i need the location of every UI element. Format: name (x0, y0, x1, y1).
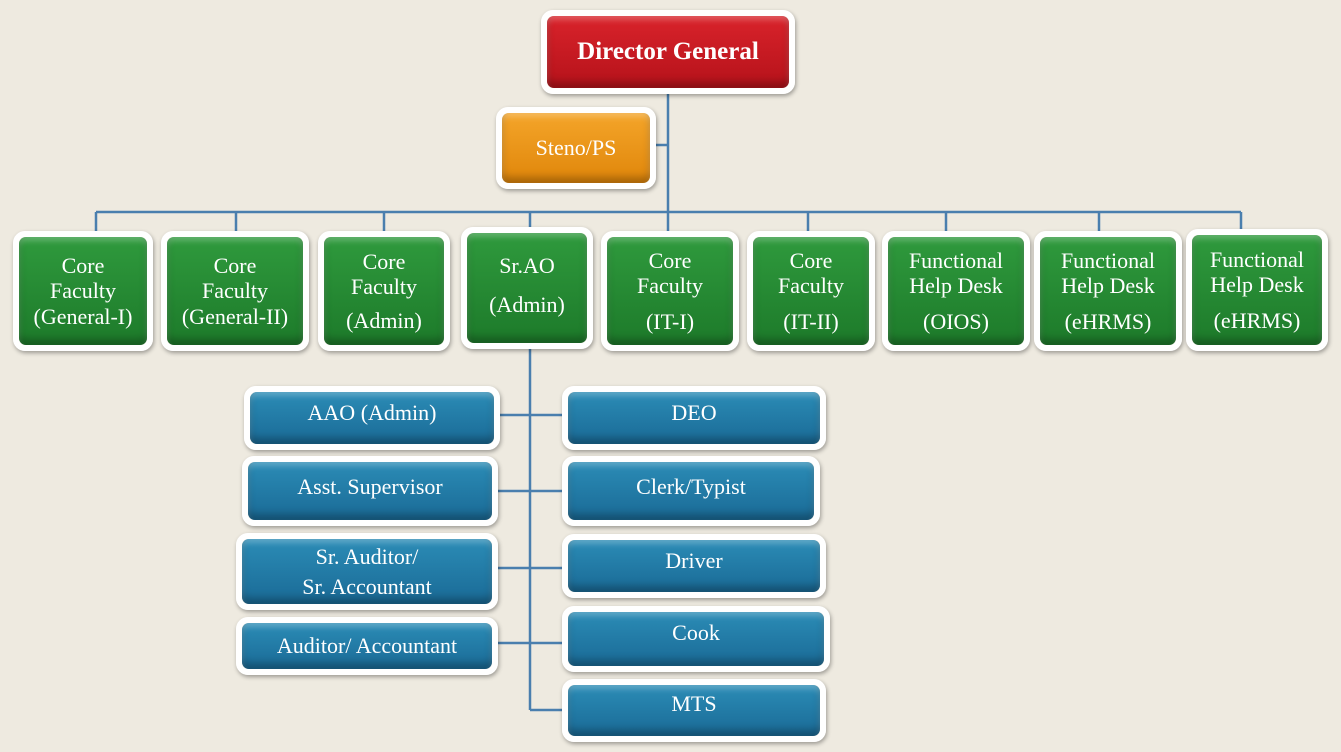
sr-ao-admin-box: Sr.AO (Admin) (461, 227, 593, 349)
node-line: Functional (1209, 247, 1305, 273)
node-line: Help Desk (909, 273, 1003, 299)
core-faculty-it-1-box: Core Faculty (IT-I) (601, 231, 739, 351)
node-line: (OIOS) (923, 308, 989, 334)
node-line: (eHRMS) (1213, 307, 1301, 333)
node-line: Functional (908, 248, 1004, 274)
node-line: Faculty (637, 273, 703, 299)
node-line: Help Desk (1210, 272, 1304, 298)
mts-box: MTS (562, 679, 826, 742)
node-line: Core (61, 253, 105, 279)
core-faculty-general-1-box: Core Faculty (General-I) (13, 231, 153, 351)
node-line: Faculty (50, 278, 116, 304)
functional-help-desk-ehrms-2-box: Functional Help Desk (eHRMS) (1186, 229, 1328, 351)
node-line: Core (789, 248, 833, 274)
auditor-accountant-box: Auditor/ Accountant (236, 617, 498, 675)
core-faculty-general-2-box: Core Faculty (General-II) (161, 231, 309, 351)
core-faculty-admin-box: Core Faculty (Admin) (318, 231, 450, 351)
node-line: (IT-I) (645, 308, 695, 334)
node-line: (Admin) (346, 307, 422, 333)
asst-supervisor-box: Asst. Supervisor (242, 456, 498, 526)
node-line: AAO (Admin) (307, 400, 437, 425)
node-line: DEO (671, 400, 717, 425)
steno-ps-box: Steno/PS (496, 107, 656, 189)
sr-auditor-sr-accountant-box: Sr. Auditor/ Sr. Accountant (236, 533, 498, 610)
node-line: Cook (672, 620, 720, 645)
node-line: Core (213, 253, 257, 279)
node-line: (Admin) (489, 292, 565, 318)
node-line: Clerk/Typist (636, 474, 746, 499)
node-line: (General-II) (181, 303, 289, 329)
functional-help-desk-oios-box: Functional Help Desk (OIOS) (882, 231, 1030, 351)
functional-help-desk-ehrms-1-box: Functional Help Desk (eHRMS) (1034, 231, 1182, 351)
director-general-box: Director General (541, 10, 795, 94)
core-faculty-it-2-box: Core Faculty (IT-II) (747, 231, 875, 351)
node-line: Sr.AO (499, 253, 555, 278)
deo-box: DEO (562, 386, 826, 450)
node-line: Core (362, 249, 406, 275)
cook-box: Cook (562, 606, 830, 672)
node-line: Faculty (778, 273, 844, 299)
node-line: Driver (665, 548, 723, 573)
node-line: Faculty (202, 278, 268, 304)
driver-box: Driver (562, 534, 826, 598)
node-line: MTS (671, 691, 717, 716)
node-line: (eHRMS) (1064, 308, 1152, 334)
node-line: Functional (1060, 248, 1156, 274)
aao-admin-box: AAO (Admin) (244, 386, 500, 450)
node-line: (IT-II) (783, 308, 839, 334)
node-line: Asst. Supervisor (297, 474, 443, 499)
clerk-typist-box: Clerk/Typist (562, 456, 820, 526)
node-line: Help Desk (1061, 273, 1155, 299)
node-line: (General-I) (33, 303, 133, 329)
steno-ps-label: Steno/PS (535, 135, 617, 161)
node-line: Sr. Auditor/ (315, 544, 419, 570)
director-general-label: Director General (577, 37, 759, 65)
node-line: Core (648, 248, 692, 274)
node-line: Faculty (351, 274, 417, 300)
node-line: Auditor/ Accountant (276, 633, 458, 659)
node-line: Sr. Accountant (302, 573, 432, 599)
